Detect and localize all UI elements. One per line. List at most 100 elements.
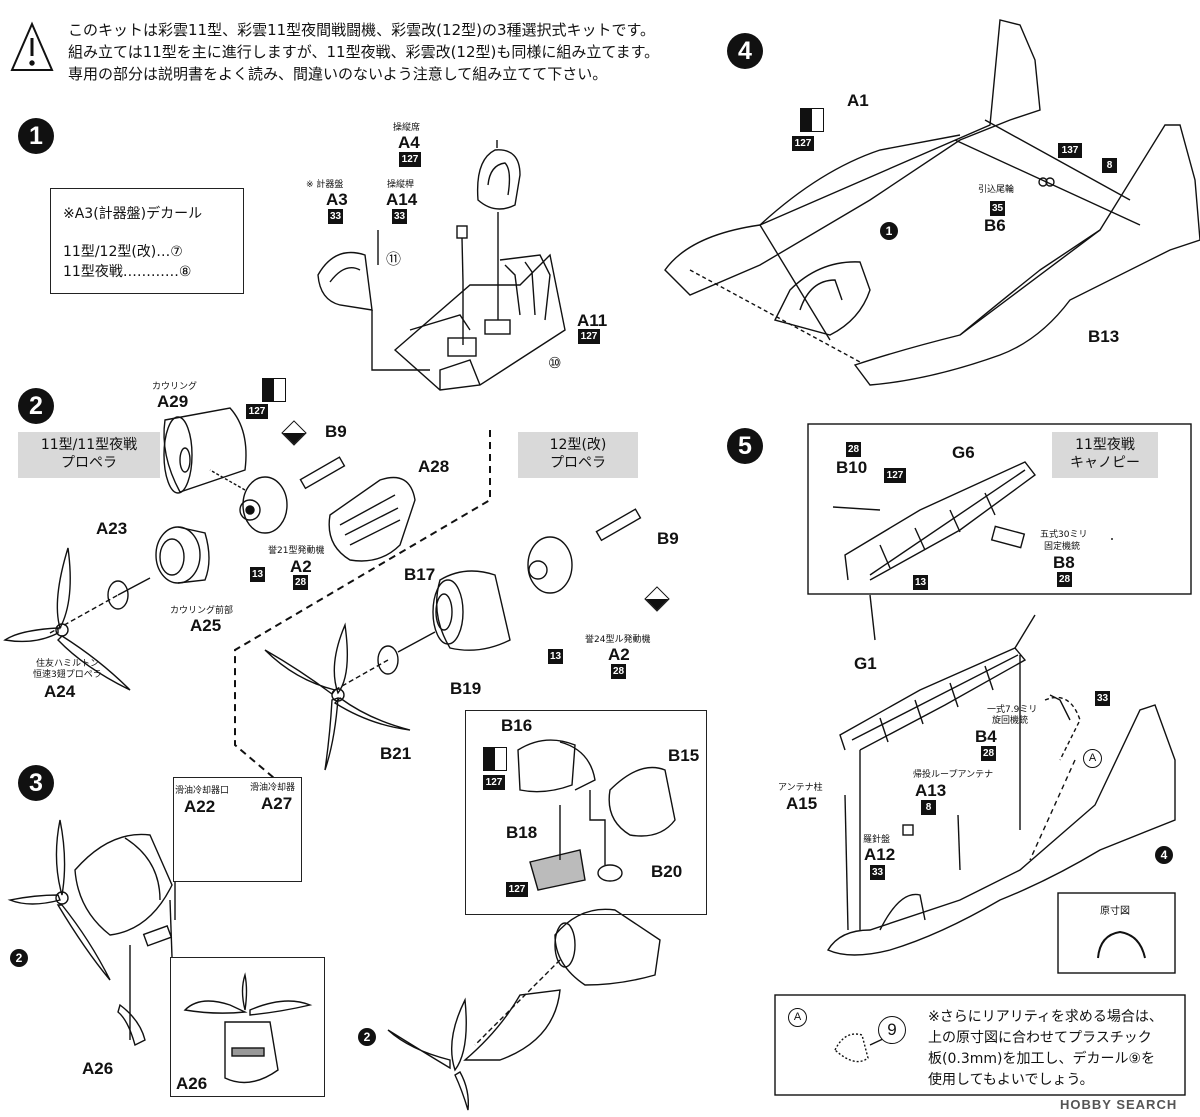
paint-28-b8: 28	[1057, 572, 1072, 587]
paint-127-a29: 127	[246, 404, 268, 419]
ref-11: ⑪	[386, 250, 402, 268]
part-b21: B21	[380, 744, 412, 763]
ref-10: ⑩	[548, 354, 562, 372]
mast-caption: アンテナ柱	[778, 783, 823, 793]
part-g6: G6	[952, 443, 975, 462]
paint-127-b16: 127	[483, 775, 505, 790]
bottom-note-text: ※さらにリアリティを求める場合は、 上の原寸図に合わせてプラスチック 板(0.3…	[928, 1007, 1163, 1091]
part-a26-left: A26	[82, 1059, 114, 1078]
part-b17: B17	[404, 565, 436, 584]
group-11-line-2: プロペラ	[61, 455, 117, 471]
part-a22: A22	[184, 797, 216, 816]
caution-line-2: 組み立ては11型を主に進行しますが、11型夜戦、彩雲改(12型)も同様に組み立て…	[68, 43, 660, 61]
part-a2-left: A2	[290, 557, 312, 576]
part-b8: B8	[1053, 553, 1075, 572]
decal-note-title: ※A3(計器盤)デカール	[63, 206, 203, 222]
paint-127-b10: 127	[884, 468, 906, 483]
group-12-propeller: 12型(改) プロペラ	[518, 432, 638, 478]
part-b9-right: B9	[657, 529, 679, 548]
part-a4: A4	[398, 133, 420, 152]
step-2-ref-right: 2	[358, 1028, 376, 1046]
bottom-note-line-2: 上の原寸図に合わせてプラスチック	[928, 1030, 1152, 1046]
loop-antenna-caption: 帰投ループアンテナ	[913, 770, 994, 780]
watermark: HOBBY SEARCH	[1060, 1097, 1178, 1112]
group-12-line-2: プロペラ	[550, 455, 606, 471]
step-1-ref: 1	[880, 222, 898, 240]
caution-note: このキットは彩雲11型、彩雲11型夜間戦闘機、彩雲改(12型)の3種選択式キット…	[68, 19, 659, 85]
bottom-note-line-3: 板(0.3mm)を加工し、デカール⑨を	[928, 1051, 1156, 1067]
mg-caption-2: 旋回機銃	[992, 716, 1029, 726]
paint-127-a11: 127	[578, 329, 600, 344]
paint-33-template: 33	[1095, 691, 1110, 706]
step-4-ref: 4	[1155, 846, 1173, 864]
paint-28-b4: 28	[981, 746, 996, 761]
part-a11: A11	[577, 311, 608, 330]
template-title: 原寸図	[1100, 906, 1130, 917]
oil-cooler-caption: 滑油冷却器	[250, 783, 296, 793]
part-a27: A27	[261, 794, 293, 813]
part-b15: B15	[668, 746, 700, 765]
part-a28: A28	[418, 457, 450, 476]
part-a23: A23	[96, 519, 128, 538]
decal-note-row-2: 11型夜戦…………⑧	[63, 264, 192, 280]
part-b16: B16	[501, 716, 533, 735]
paint-8: 8	[1102, 158, 1117, 173]
part-b20: B20	[651, 862, 683, 881]
stick-caption: 操縦桿	[387, 180, 415, 190]
part-b4: B4	[975, 727, 997, 746]
group-11-line-1: 11型/11型夜戦	[40, 437, 138, 453]
mg-caption-1: 一式7.9ミリ	[987, 705, 1038, 715]
front-cowl-caption: カウリング前部	[170, 606, 234, 616]
bottom-note-line-4: 使用してもよいでしょう。	[928, 1072, 1094, 1088]
nf-line-1: 11型夜戦	[1075, 437, 1135, 453]
gun-30mm-caption-1: 五式30ミリ	[1040, 530, 1088, 540]
paint-28-a2-right: 28	[611, 664, 626, 679]
part-a3: A3	[326, 190, 348, 209]
cowl-caption: カウリング	[152, 382, 198, 392]
group-12-line-1: 12型(改)	[549, 437, 607, 453]
engine-detail-inset	[170, 957, 325, 1097]
caution-line-1: このキットは彩雲11型、彩雲11型夜間戦闘機、彩雲改(12型)の3種選択式キット…	[68, 21, 656, 39]
cowl-parts-inset: B16 127 B15 B18 127 B20	[465, 710, 707, 915]
part-b6: B6	[984, 216, 1006, 235]
part-b10: B10	[836, 458, 868, 477]
oil-inlet-caption: 滑油冷却器口	[175, 786, 230, 796]
part-b19: B19	[450, 679, 482, 698]
paint-28-b10: 28	[846, 442, 861, 457]
part-b18: B18	[506, 823, 538, 842]
part-a14: A14	[386, 190, 418, 209]
paint-127-a1: 127	[792, 136, 814, 151]
step-2-number: 2	[18, 388, 54, 424]
part-a15: A15	[786, 794, 818, 813]
ref-a-note: A	[788, 1008, 807, 1027]
paint-8-a13: 8	[921, 800, 936, 815]
panel-caption: ※ 計器盤	[306, 180, 344, 190]
step-4-number: 4	[727, 33, 763, 69]
two-tone-icon-a1	[800, 108, 824, 132]
night-fighter-canopy-label: 11型夜戦 キャノピー	[1052, 432, 1158, 478]
step-2-ref-left: 2	[10, 949, 28, 967]
prop-caption-2: 恒速3翅プロペラ	[33, 670, 102, 680]
part-b13: B13	[1088, 327, 1120, 346]
decal-note-box: ※A3(計器盤)デカール 11型/12型(改)…⑦ 11型夜戦…………⑧	[50, 188, 244, 294]
step-3-number: 3	[18, 765, 54, 801]
part-a12: A12	[864, 845, 896, 864]
part-a26-inset: A26	[176, 1074, 208, 1093]
part-a2-right: A2	[608, 645, 630, 664]
two-tone-icon-b16	[483, 747, 507, 771]
part-g1: G1	[854, 654, 877, 673]
step-5-number: 5	[727, 428, 763, 464]
paint-13-a2-left: 13	[250, 567, 265, 582]
compass-caption: 羅針盤	[863, 835, 891, 845]
part-a25: A25	[190, 616, 222, 635]
oil-cooler-inset: 滑油冷却器口 A22 滑油冷却器 A27	[173, 777, 302, 882]
nf-line-2: キャノピー	[1070, 455, 1140, 471]
part-a13: A13	[915, 781, 947, 800]
step-1-number: 1	[18, 118, 54, 154]
paint-13-a2-right: 13	[548, 649, 563, 664]
engine-24-caption: 誉24型ル発動機	[585, 635, 651, 645]
ref-a-step5: A	[1083, 749, 1102, 768]
gun-30mm-caption-2: 固定機銃	[1044, 542, 1081, 552]
ref-9-note: 9	[878, 1016, 906, 1044]
paint-28-a2-left: 28	[293, 575, 308, 590]
